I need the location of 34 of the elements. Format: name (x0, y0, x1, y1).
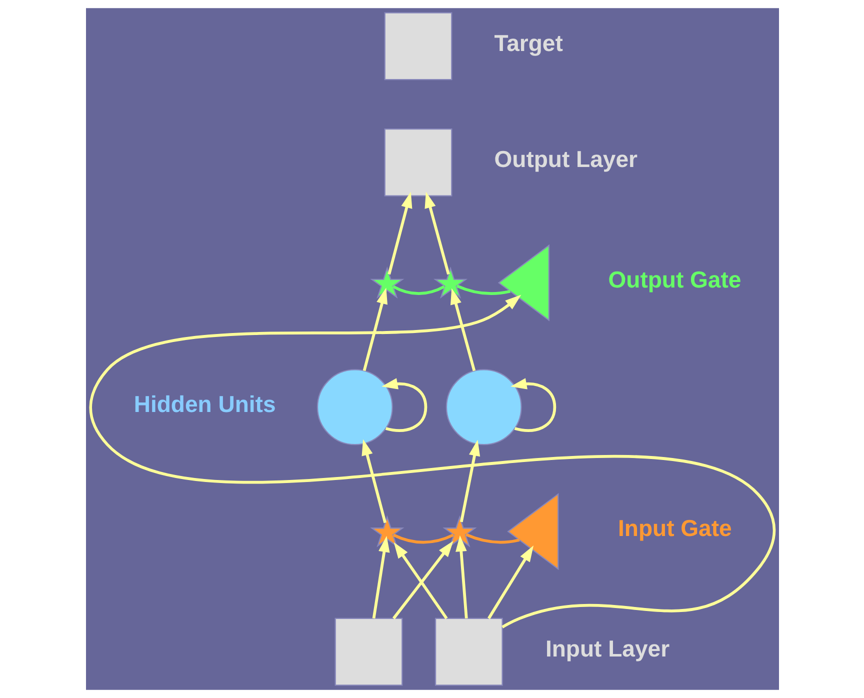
node-label: Output Gate (608, 266, 741, 292)
node-circle (316, 369, 392, 446)
node-star (370, 266, 404, 299)
arrow (487, 546, 534, 620)
arrow (459, 440, 480, 522)
node-label: Input Gate (618, 515, 732, 542)
arrow (455, 535, 468, 619)
arrow (361, 439, 386, 524)
node-box (384, 128, 452, 196)
node-label: Output Layer (494, 146, 637, 172)
arrow (372, 536, 390, 619)
node-triangle (506, 492, 558, 570)
node-label: Input Layer (544, 635, 670, 662)
node-label: Target (494, 30, 562, 56)
node-box (334, 618, 402, 686)
node-triangle (497, 244, 550, 322)
node-star (432, 266, 468, 299)
node-box (434, 618, 502, 686)
connector (465, 533, 520, 544)
node-star (370, 515, 404, 548)
node-star (442, 515, 476, 548)
arrow (424, 192, 450, 275)
arrow (89, 294, 775, 628)
connector (392, 285, 444, 296)
node-box (384, 12, 452, 80)
arrow (381, 378, 427, 432)
connector (392, 534, 454, 544)
node-circle (445, 369, 522, 446)
connector (456, 284, 510, 295)
arrow (387, 192, 412, 275)
label: Hidden Units (133, 390, 276, 417)
arrow (362, 288, 387, 372)
arrow (450, 288, 476, 372)
arrow (510, 378, 556, 432)
